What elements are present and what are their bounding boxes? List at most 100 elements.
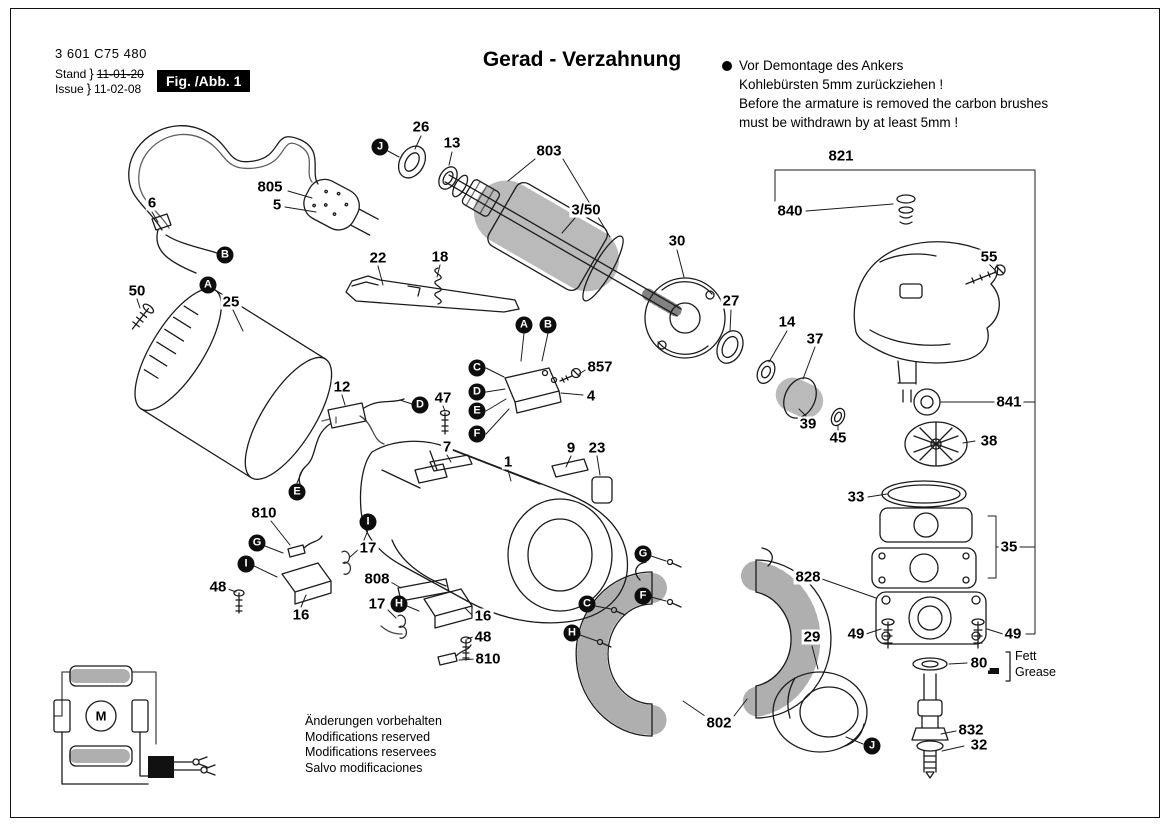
flange-828 — [875, 591, 987, 645]
part-number-label: 18 — [429, 248, 451, 266]
ring-27 — [716, 330, 744, 364]
part-number-label: 9 — [564, 439, 578, 457]
gear-37-39 — [775, 377, 825, 419]
brush-warning-lines: Vor Demontage des Ankers Kohlebürsten 5m… — [739, 56, 1048, 132]
grease-marker — [988, 651, 1011, 682]
part-number-label: 14 — [776, 313, 798, 331]
screw-48-left — [233, 589, 245, 614]
spindle-832-32 — [911, 673, 949, 779]
washer-80 — [912, 657, 948, 671]
armature-803 — [444, 174, 684, 318]
part-number-label: 29 — [801, 628, 823, 646]
callout-a: A — [515, 316, 533, 334]
part-number-label: 48 — [207, 578, 229, 596]
gear-housing — [853, 241, 1000, 403]
warning-line-en-2: must be withdrawn by at least 5mm ! — [739, 115, 959, 130]
part-number-label: 7 — [440, 438, 454, 456]
part-number-label: 810 — [473, 650, 503, 668]
part-number-label: 840 — [775, 202, 805, 220]
figure-label: Fig. /Abb. 1 — [157, 70, 251, 92]
warning-line-en-1: Before the armature is removed the carbo… — [739, 96, 1049, 111]
part-number-label: 33 — [845, 488, 867, 506]
part-number-label: 45 — [827, 429, 849, 447]
stator-terminal-screws — [596, 558, 682, 648]
washer-14 — [756, 359, 776, 385]
grease-label-de: Fett — [1015, 649, 1037, 663]
part-number-label: 12 — [331, 378, 353, 396]
part-number-label: 49 — [845, 625, 867, 643]
part-number-label: 16 — [290, 606, 312, 624]
part-number-label: 80 — [968, 654, 990, 672]
callout-i: I — [237, 555, 255, 573]
callout-g: G — [634, 545, 652, 563]
modification-note-en: Modifications reserved — [305, 729, 431, 744]
part-number-label: 4 — [584, 387, 598, 405]
ring-13 — [438, 166, 458, 190]
gaskets-35 — [871, 507, 977, 589]
part-number-label: 23 — [586, 439, 608, 457]
part-number-label: 832 — [956, 721, 986, 739]
part-number-label: 1 — [501, 453, 515, 471]
part-number-label: 35 — [998, 538, 1020, 556]
part-number-label: 25 — [220, 293, 242, 311]
support-bracket-22 — [345, 275, 520, 313]
part-number-label: 6 — [145, 194, 159, 212]
bearing-flange-30 — [644, 277, 726, 359]
part-number-label: 802 — [704, 714, 734, 732]
part-number-label: 50 — [126, 282, 148, 300]
callout-c: C — [578, 595, 596, 613]
part-number-label: 49 — [1002, 625, 1024, 643]
power-cord — [128, 125, 319, 274]
o-ring-33 — [881, 480, 967, 508]
leader-lines — [136, 135, 1004, 752]
brush-holder-left-16 — [281, 535, 352, 605]
part-number-label: 16 — [472, 607, 494, 625]
part-number-label: 37 — [804, 330, 826, 348]
warning-line-de-2: Kohlebürsten 5mm zurückziehen ! — [739, 77, 944, 92]
part-number-label: 841 — [994, 393, 1024, 411]
screw-857 — [559, 367, 582, 383]
callout-b: B — [539, 316, 557, 334]
brush-warning-note: Vor Demontage des Ankers Kohlebürsten 5m… — [722, 56, 1067, 132]
stand-date: 11-01-20 — [96, 67, 144, 81]
brush-holder-right-16 — [380, 588, 473, 666]
callout-b: B — [216, 246, 234, 264]
motor-symbol: M — [95, 708, 107, 724]
callout-h: H — [563, 624, 581, 642]
power-plug — [303, 178, 379, 236]
callout-f: F — [468, 425, 486, 443]
screw-50 — [131, 303, 155, 330]
callout-e: E — [468, 402, 486, 420]
brace-glyph: } — [86, 81, 92, 96]
part-number-label: 27 — [720, 292, 742, 310]
page-border — [10, 8, 1160, 818]
page-title: Gerad - Verzahnung — [482, 48, 682, 71]
modification-notes: Änderungen vorbehalten Modifications res… — [305, 714, 442, 776]
part-number-label: 810 — [249, 504, 279, 522]
part-number-label: 39 — [797, 415, 819, 433]
callout-j: J — [863, 737, 881, 755]
part-number-label: 857 — [585, 358, 615, 376]
part-number-label: 5 — [270, 196, 284, 214]
callout-h: H — [390, 595, 408, 613]
part-number-label: 55 — [978, 248, 1000, 266]
part-number-label: 805 — [255, 178, 285, 196]
brace-glyph: } — [89, 66, 94, 81]
part-number-label: 48 — [472, 628, 494, 646]
part-number-label: 32 — [968, 736, 990, 754]
motor-schematic — [53, 665, 216, 785]
part-number-label: 808 — [362, 570, 392, 588]
fan-38 — [904, 421, 968, 467]
stand-label: Stand — [55, 67, 87, 81]
callout-j: J — [371, 138, 389, 156]
part-number-label: 22 — [367, 249, 389, 267]
screws-49 — [881, 618, 985, 649]
grease-label-en: Grease — [1015, 665, 1056, 679]
revision-stand: Stand}11-01-20 — [55, 66, 144, 81]
switch-4 — [504, 367, 562, 414]
callout-g: G — [248, 534, 266, 552]
part-number-label: 821 — [826, 147, 856, 165]
